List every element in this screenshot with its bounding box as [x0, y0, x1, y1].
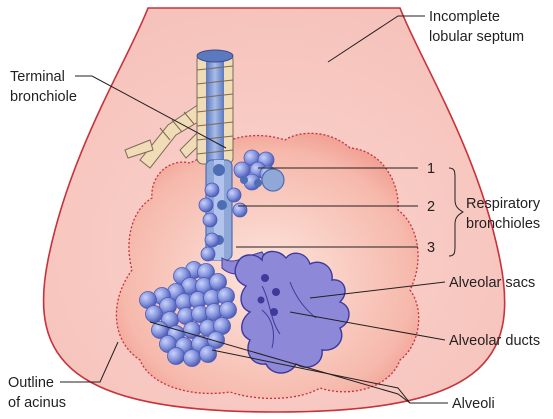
label-outline-line1: Outline — [8, 375, 54, 391]
label-respiratory-line1: Respiratory — [466, 196, 541, 212]
label-septum-line2: lobular septum — [429, 29, 524, 45]
label-num-2: 2 — [427, 199, 435, 215]
label-septum-line1: Incomplete — [429, 9, 500, 25]
terminal-bronchiole — [197, 50, 233, 164]
label-alveolar-sacs: Alveolar sacs — [449, 275, 535, 291]
label-alveoli: Alveoli — [452, 396, 495, 412]
label-num-3: 3 — [427, 240, 435, 256]
label-alveolar-ducts: Alveolar ducts — [449, 333, 540, 349]
label-terminal-line2: bronchiole — [10, 89, 77, 105]
label-respiratory-line2: bronchioles — [466, 216, 540, 232]
label-terminal-line1: Terminal — [10, 69, 65, 85]
label-num-1: 1 — [427, 161, 435, 177]
label-outline-line2: of acinus — [8, 395, 66, 411]
